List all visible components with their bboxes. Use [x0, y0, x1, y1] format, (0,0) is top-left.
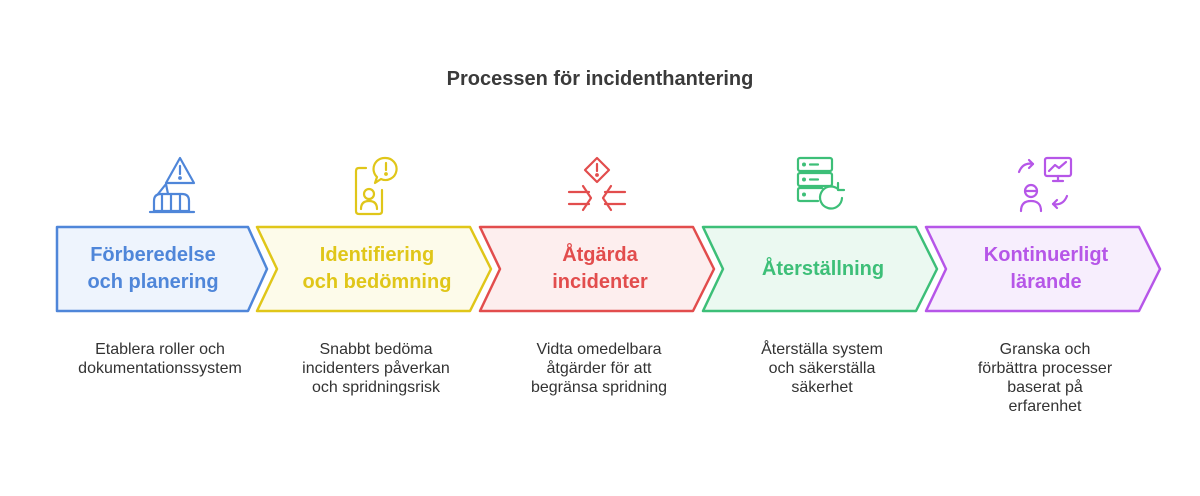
step-description: Återställa system och säkerställa säkerh…	[761, 341, 883, 396]
process-step-4: Återställning Återställa system och säke…	[700, 0, 940, 496]
process-arrow	[924, 225, 1162, 313]
process-arrow	[255, 225, 493, 313]
process-step-5: Kontinuerligt lärande Granska och förbät…	[923, 0, 1163, 496]
learning-cycle-icon	[1011, 154, 1075, 218]
process-step-1: Förberedelse och planering Etablera roll…	[54, 0, 294, 496]
step-description: Etablera roller och dokumentationssystem	[78, 341, 242, 377]
person-alert-icon	[342, 154, 406, 218]
contain-alert-icon	[565, 154, 629, 218]
process-step-2: Identifiering och bedömning Snabbt bedöm…	[254, 0, 494, 496]
step-description: Granska och förbättra processer baserat …	[977, 341, 1113, 415]
process-step-3: Åtgärda incidenter Vidta omedelbara åtgä…	[477, 0, 717, 496]
step-description: Vidta omedelbara åtgärder för att begrän…	[530, 341, 668, 396]
step-label: Kontinuerligt lärande	[983, 244, 1109, 293]
step-label: Åtgärda incidenter	[552, 244, 648, 293]
step-label: Förberedelse och planering	[87, 244, 219, 293]
harbor-warning-icon	[142, 154, 206, 218]
process-arrow	[55, 225, 269, 313]
diagram-title: Processen för incidenthantering	[446, 68, 754, 90]
step-label: Identifiering och bedömning	[302, 244, 452, 293]
step-label: Återställning	[761, 257, 885, 280]
process-arrow	[478, 225, 716, 313]
step-description: Snabbt bedöma incidenters påverkan och s…	[302, 341, 450, 396]
server-restore-icon	[788, 154, 852, 218]
process-arrow	[701, 225, 939, 313]
